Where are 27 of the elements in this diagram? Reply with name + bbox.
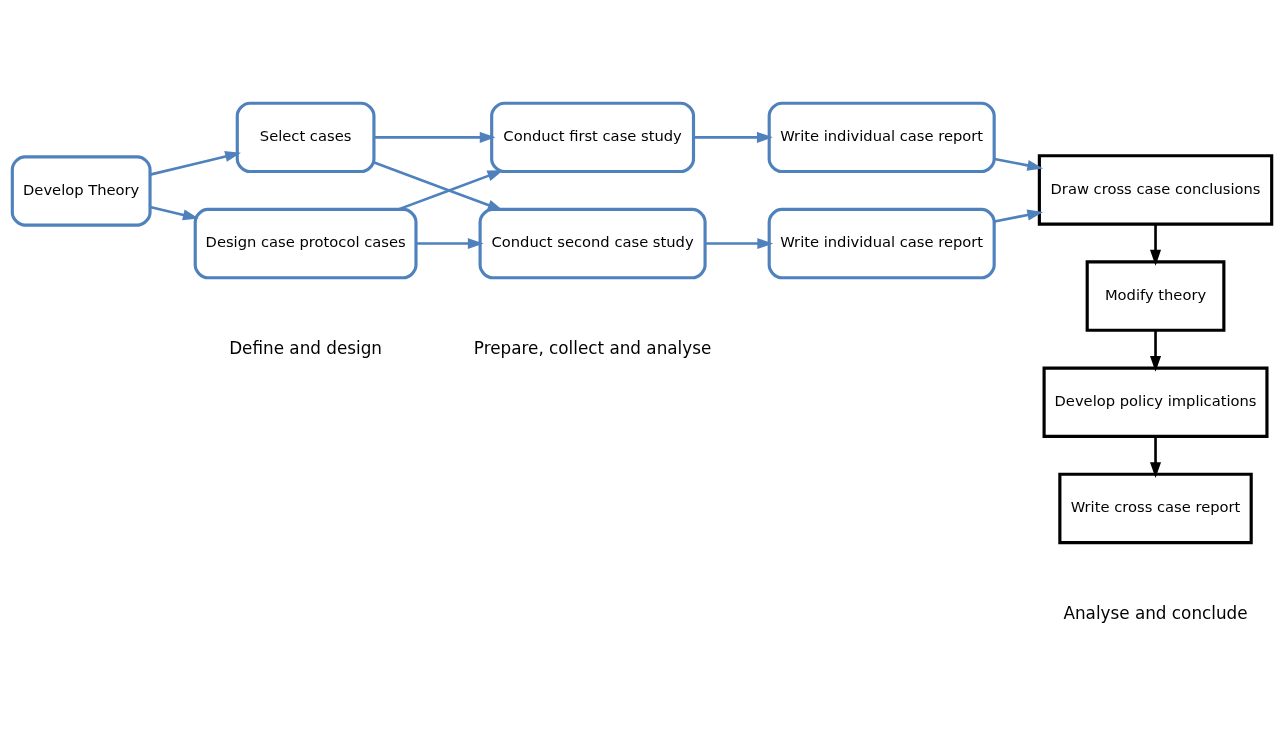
arrow — [374, 131, 496, 143]
node-box: Conduct first case study — [490, 101, 696, 173]
arrow — [397, 169, 504, 211]
arrow — [373, 160, 504, 211]
arrow — [1150, 329, 1162, 372]
label: Prepare, collect and analyse — [473, 337, 712, 358]
arrow — [1150, 436, 1162, 478]
arrow — [705, 237, 774, 249]
arrow — [416, 237, 484, 249]
arrow — [149, 205, 199, 220]
node-box: Draw cross case conclusions — [1037, 153, 1274, 226]
arrow — [994, 209, 1044, 223]
label: Define and design — [229, 337, 383, 358]
arrow — [994, 157, 1044, 171]
arrow — [1150, 223, 1162, 266]
node-box: Write individual case report — [767, 207, 996, 279]
arrow — [149, 150, 241, 176]
node-box: Develop Theory — [10, 154, 152, 227]
node-box: Design case protocol cases — [193, 207, 418, 279]
arrow — [693, 131, 773, 143]
node-box: Conduct second case study — [478, 207, 707, 279]
label: Analyse and conclude — [1063, 602, 1248, 623]
node-box: Develop policy implications — [1042, 366, 1269, 438]
node-box: Write cross case report — [1058, 472, 1253, 544]
node-box: Write individual case report — [767, 101, 996, 173]
node-box: Modify theory — [1085, 259, 1226, 332]
node-box: Select cases — [235, 101, 376, 173]
